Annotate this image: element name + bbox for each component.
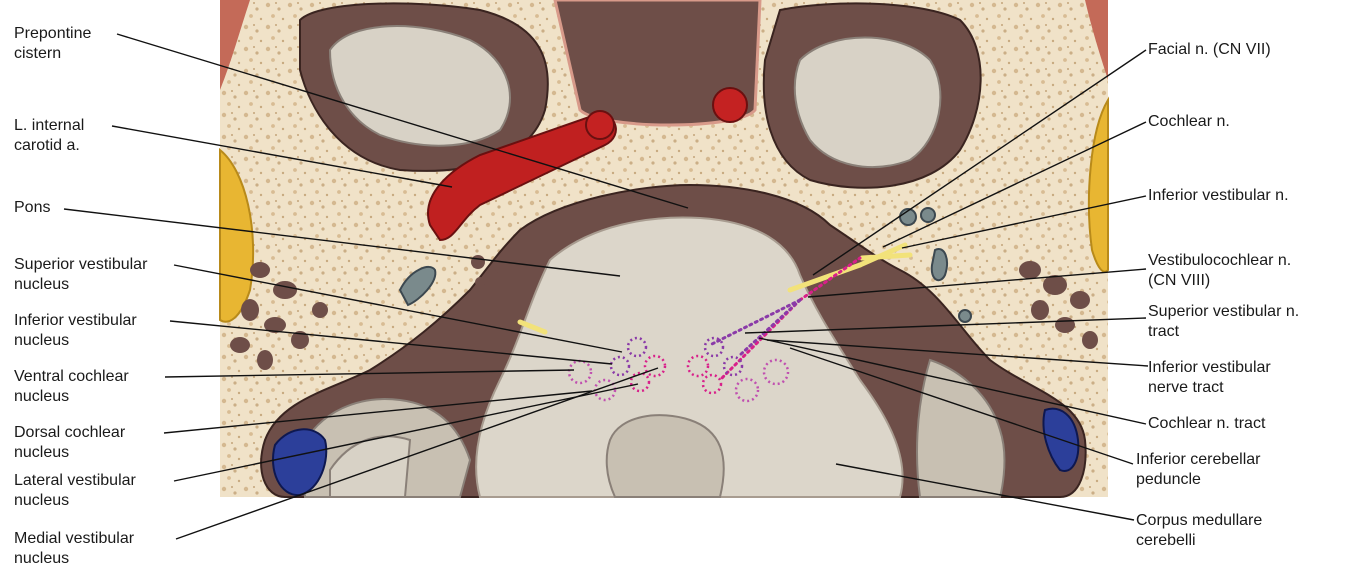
label-line: Inferior vestibular n. xyxy=(1148,186,1289,206)
label-line: L. internal xyxy=(14,116,84,136)
label-line: Cochlear n. xyxy=(1148,112,1230,132)
label-inferior-vestibular-tract: Inferior vestibular nerve tract xyxy=(1148,358,1271,398)
label-superior-vestibular-nucleus: Superior vestibular nucleus xyxy=(14,255,147,295)
label-vestibulocochlear-nerve: Vestibulocochlear n. (CN VIII) xyxy=(1148,251,1291,291)
label-line: Vestibulocochlear n. xyxy=(1148,251,1291,271)
gyrus-right xyxy=(795,38,941,168)
label-line: nerve tract xyxy=(1148,378,1271,398)
label-line: Inferior cerebellar xyxy=(1136,450,1261,470)
label-line: Superior vestibular xyxy=(14,255,147,275)
label-inferior-cerebellar-peduncle: Inferior cerebellar peduncle xyxy=(1136,450,1261,490)
label-line: nucleus xyxy=(14,331,137,351)
label-lateral-vestibular-nucleus: Lateral vestibular nucleus xyxy=(14,471,136,511)
label-line: Corpus medullare xyxy=(1136,511,1262,531)
label-line: nucleus xyxy=(14,275,147,295)
label-line: Inferior vestibular xyxy=(1148,358,1271,378)
vermis xyxy=(607,415,724,497)
label-inferior-vestibular-nucleus: Inferior vestibular nucleus xyxy=(14,311,137,351)
label-line: Pons xyxy=(14,198,50,218)
label-line: Cochlear n. tract xyxy=(1148,414,1265,434)
label-line: nucleus xyxy=(14,491,136,511)
label-superior-vestibular-tract: Superior vestibular n. tract xyxy=(1148,302,1299,342)
label-line: peduncle xyxy=(1136,470,1261,490)
label-line: tract xyxy=(1148,322,1299,342)
label-line: Lateral vestibular xyxy=(14,471,136,491)
label-cochlear-nerve: Cochlear n. xyxy=(1148,112,1230,132)
label-line: nucleus xyxy=(14,387,129,407)
label-line: nucleus xyxy=(14,549,134,569)
label-line: Prepontine xyxy=(14,24,91,44)
label-line: Ventral cochlear xyxy=(14,367,129,387)
label-pons: Pons xyxy=(14,198,50,218)
label-corpus-medullare: Corpus medullare cerebelli xyxy=(1136,511,1262,551)
label-ventral-cochlear-nucleus: Ventral cochlear nucleus xyxy=(14,367,129,407)
label-dorsal-cochlear-nucleus: Dorsal cochlear nucleus xyxy=(14,423,125,463)
label-facial-nerve: Facial n. (CN VII) xyxy=(1148,40,1271,60)
label-internal-carotid: L. internal carotid a. xyxy=(14,116,84,156)
label-prepontine-cistern: Prepontine cistern xyxy=(14,24,91,64)
carotid-section-left xyxy=(586,111,614,139)
label-line: Superior vestibular n. xyxy=(1148,302,1299,322)
label-line: nucleus xyxy=(14,443,125,463)
label-medial-vestibular-nucleus: Medial vestibular nucleus xyxy=(14,529,134,569)
label-line: (CN VIII) xyxy=(1148,271,1291,291)
label-inferior-vestibular-nerve: Inferior vestibular n. xyxy=(1148,186,1289,206)
label-line: Facial n. (CN VII) xyxy=(1148,40,1271,60)
label-line: cistern xyxy=(14,44,91,64)
label-line: Dorsal cochlear xyxy=(14,423,125,443)
label-line: carotid a. xyxy=(14,136,84,156)
label-line: cerebelli xyxy=(1136,531,1262,551)
label-cochlear-tract: Cochlear n. tract xyxy=(1148,414,1265,434)
carotid-section-right xyxy=(713,88,747,122)
label-line: Medial vestibular xyxy=(14,529,134,549)
label-line: Inferior vestibular xyxy=(14,311,137,331)
